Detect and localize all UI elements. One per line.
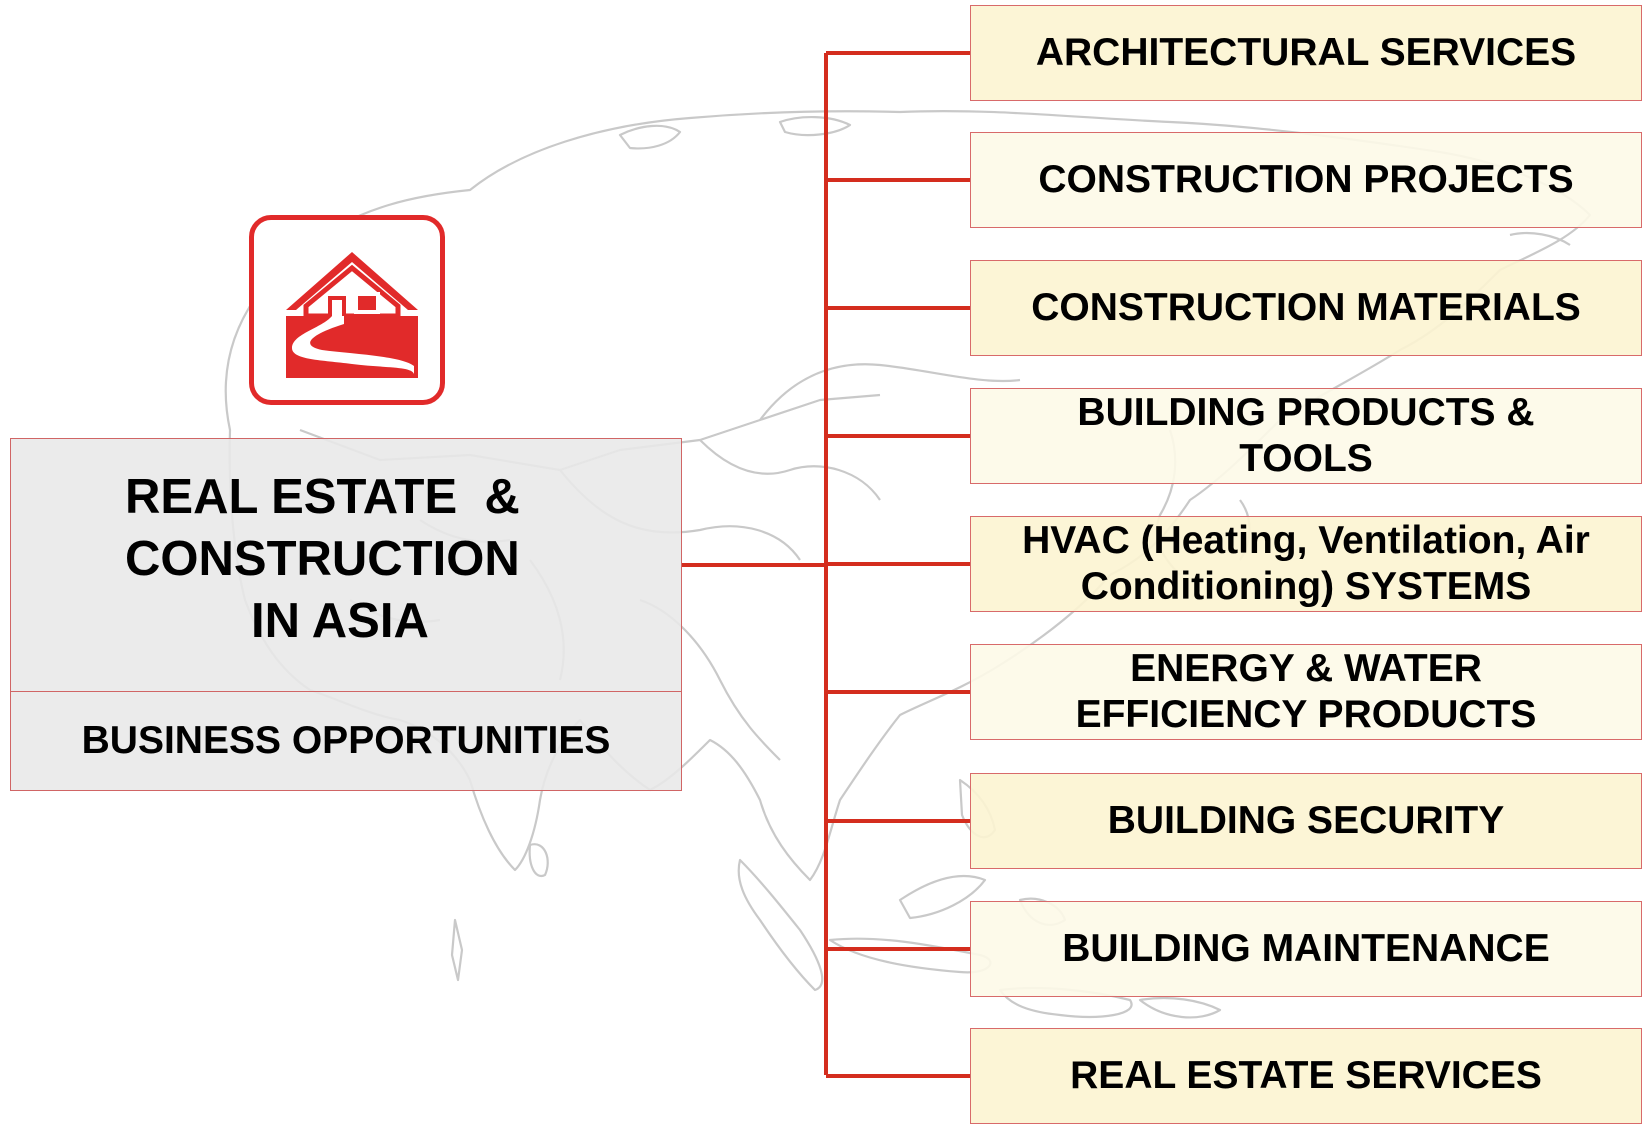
category-box: ARCHITECTURAL SERVICES <box>970 5 1642 101</box>
category-label: HVAC (Heating, Ventilation, Air <box>1022 519 1590 562</box>
category-label: ENERGY & WATER <box>1130 647 1482 690</box>
category-label: CONSTRUCTION PROJECTS <box>1038 158 1574 201</box>
category-label: Conditioning) SYSTEMS <box>1080 565 1532 608</box>
category-logo-tile <box>249 215 445 405</box>
category-label: REAL ESTATE SERVICES <box>1070 1054 1542 1097</box>
category-box: BUILDING PRODUCTS &TOOLS <box>970 388 1642 484</box>
subtitle: BUSINESS OPPORTUNITIES <box>81 719 611 762</box>
category-label: CONSTRUCTION MATERIALS <box>1031 286 1581 329</box>
category-box: BUILDING MAINTENANCE <box>970 901 1642 997</box>
category-label: ARCHITECTURAL SERVICES <box>1035 31 1577 74</box>
category-label: EFFICIENCY PRODUCTS <box>1075 693 1537 736</box>
title-line-1: REAL ESTATE & <box>125 470 520 524</box>
category-box: BUILDING SECURITY <box>970 773 1642 869</box>
category-box: CONSTRUCTION MATERIALS <box>970 260 1642 356</box>
category-label: BUILDING SECURITY <box>1107 799 1505 842</box>
title-line-3: IN ASIA <box>251 594 429 648</box>
category-box: CONSTRUCTION PROJECTS <box>970 132 1642 228</box>
category-box: REAL ESTATE SERVICES <box>970 1028 1642 1124</box>
title-line-2: CONSTRUCTION <box>125 532 520 586</box>
category-label: BUILDING PRODUCTS & <box>1077 391 1535 434</box>
house-road-icon <box>286 252 418 378</box>
category-label: BUILDING MAINTENANCE <box>1062 927 1550 970</box>
title-panel: REAL ESTATE & CONSTRUCTION IN ASIA BUSIN… <box>10 438 682 791</box>
title-main-area: REAL ESTATE & CONSTRUCTION IN ASIA <box>11 439 681 692</box>
category-label: TOOLS <box>1239 437 1373 480</box>
